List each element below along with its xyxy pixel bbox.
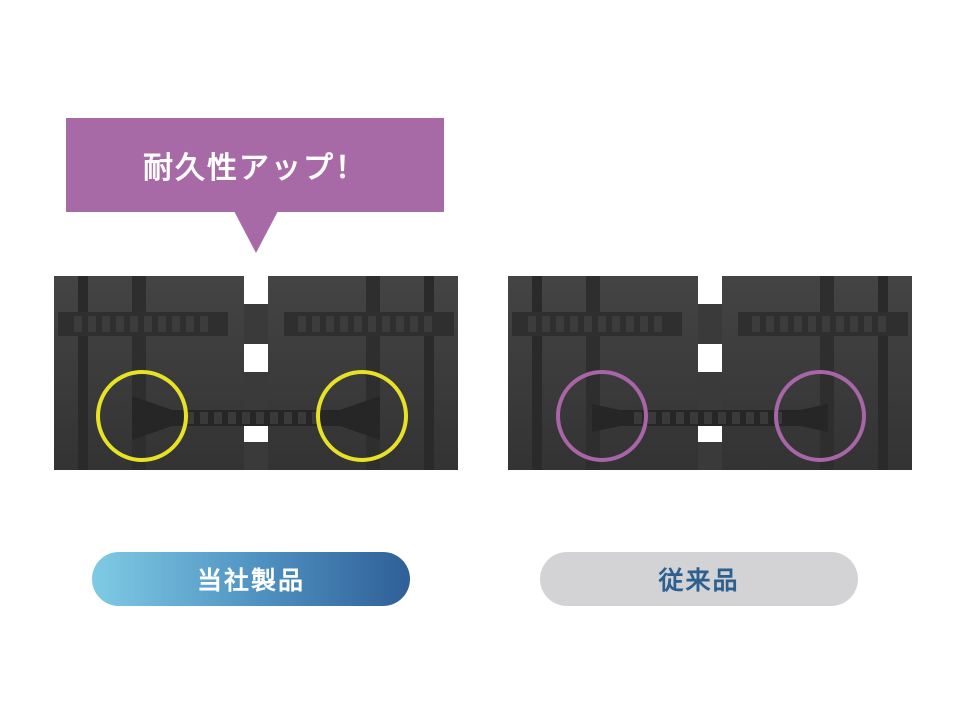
label-our-product-text: 当社製品 [196, 566, 305, 595]
label-conventional-product: 従来品 [540, 552, 858, 606]
track-image-conventional [508, 272, 912, 470]
highlight-circle-left [556, 370, 648, 462]
highlight-circle-right [774, 370, 866, 462]
label-our-product: 当社製品 [92, 552, 410, 606]
rubber-track-illustration-ours [54, 276, 458, 470]
highlight-circle-left [96, 370, 188, 462]
rubber-track-illustration-conventional [508, 276, 912, 470]
callout-bubble: 耐久性アップ！ [66, 118, 444, 212]
track-connector-bottom [244, 442, 268, 470]
callout-text: 耐久性アップ！ [143, 151, 367, 186]
track-connector-top [244, 304, 268, 344]
callout-pointer [234, 211, 278, 253]
track-image-our-product [54, 272, 458, 470]
label-conventional-product-text: 従来品 [658, 566, 740, 595]
highlight-circle-right [316, 370, 408, 462]
